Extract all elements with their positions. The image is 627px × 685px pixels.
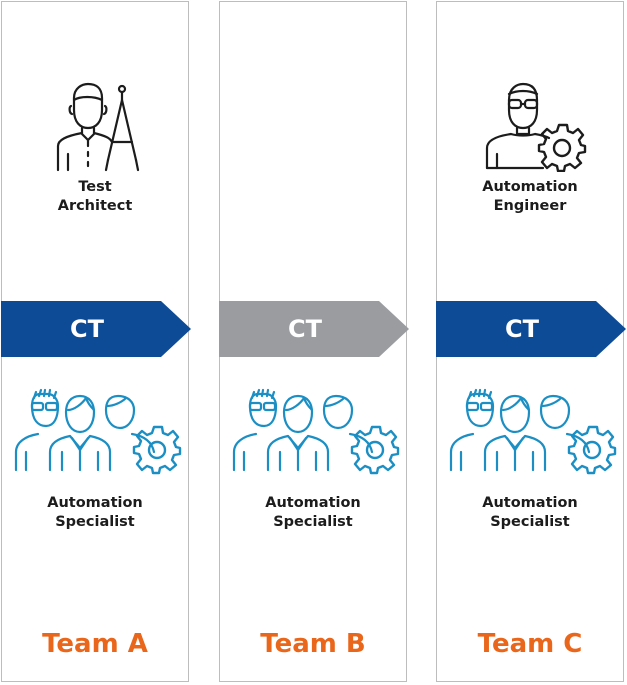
- role-label-line-1: Automation: [482, 179, 578, 195]
- specialist-label-line-2: Specialist: [55, 514, 135, 530]
- ct-label: CT: [288, 315, 322, 343]
- role-label: Automation Engineer: [437, 178, 623, 216]
- automation-team-gear-icon: [449, 388, 617, 475]
- role-label-line-2: Engineer: [493, 198, 567, 214]
- ct-label: CT: [70, 315, 104, 343]
- specialist-label-line-2: Specialist: [273, 514, 353, 530]
- ct-banner: CT: [436, 301, 626, 357]
- team-name: Team B: [260, 629, 366, 659]
- specialist-label: Automation Specialist: [220, 494, 406, 532]
- architect-compass-icon: [56, 82, 140, 172]
- specialist-label-line-2: Specialist: [490, 514, 570, 530]
- specialist-label: Automation Specialist: [2, 494, 188, 532]
- team-name: Team C: [477, 629, 583, 659]
- ct-arrow-shape: [436, 301, 626, 357]
- ct-arrow-shape: [219, 301, 409, 357]
- automation-team-gear-icon: [232, 388, 400, 475]
- specialist-label-line-1: Automation: [47, 495, 143, 511]
- team-b-column: CT Automation Specialist Team B: [219, 1, 409, 682]
- ct-arrow-shape: [1, 301, 191, 357]
- ct-label: CT: [505, 315, 539, 343]
- specialist-label-line-1: Automation: [265, 495, 361, 511]
- ct-banner: CT: [1, 301, 191, 357]
- role-label-line-1: Test: [78, 179, 112, 195]
- team-name: Team A: [42, 629, 148, 659]
- role-label-line-2: Architect: [57, 198, 133, 214]
- specialist-label: Automation Specialist: [437, 494, 623, 532]
- team-c-column: Automation Engineer CT: [436, 1, 626, 682]
- role-label: Test Architect: [2, 178, 188, 216]
- engineer-gear-icon: [485, 82, 587, 172]
- ct-banner: CT: [219, 301, 409, 357]
- specialist-label-line-1: Automation: [482, 495, 578, 511]
- automation-team-gear-icon: [14, 388, 182, 475]
- team-a-column: Test Architect CT: [1, 1, 191, 682]
